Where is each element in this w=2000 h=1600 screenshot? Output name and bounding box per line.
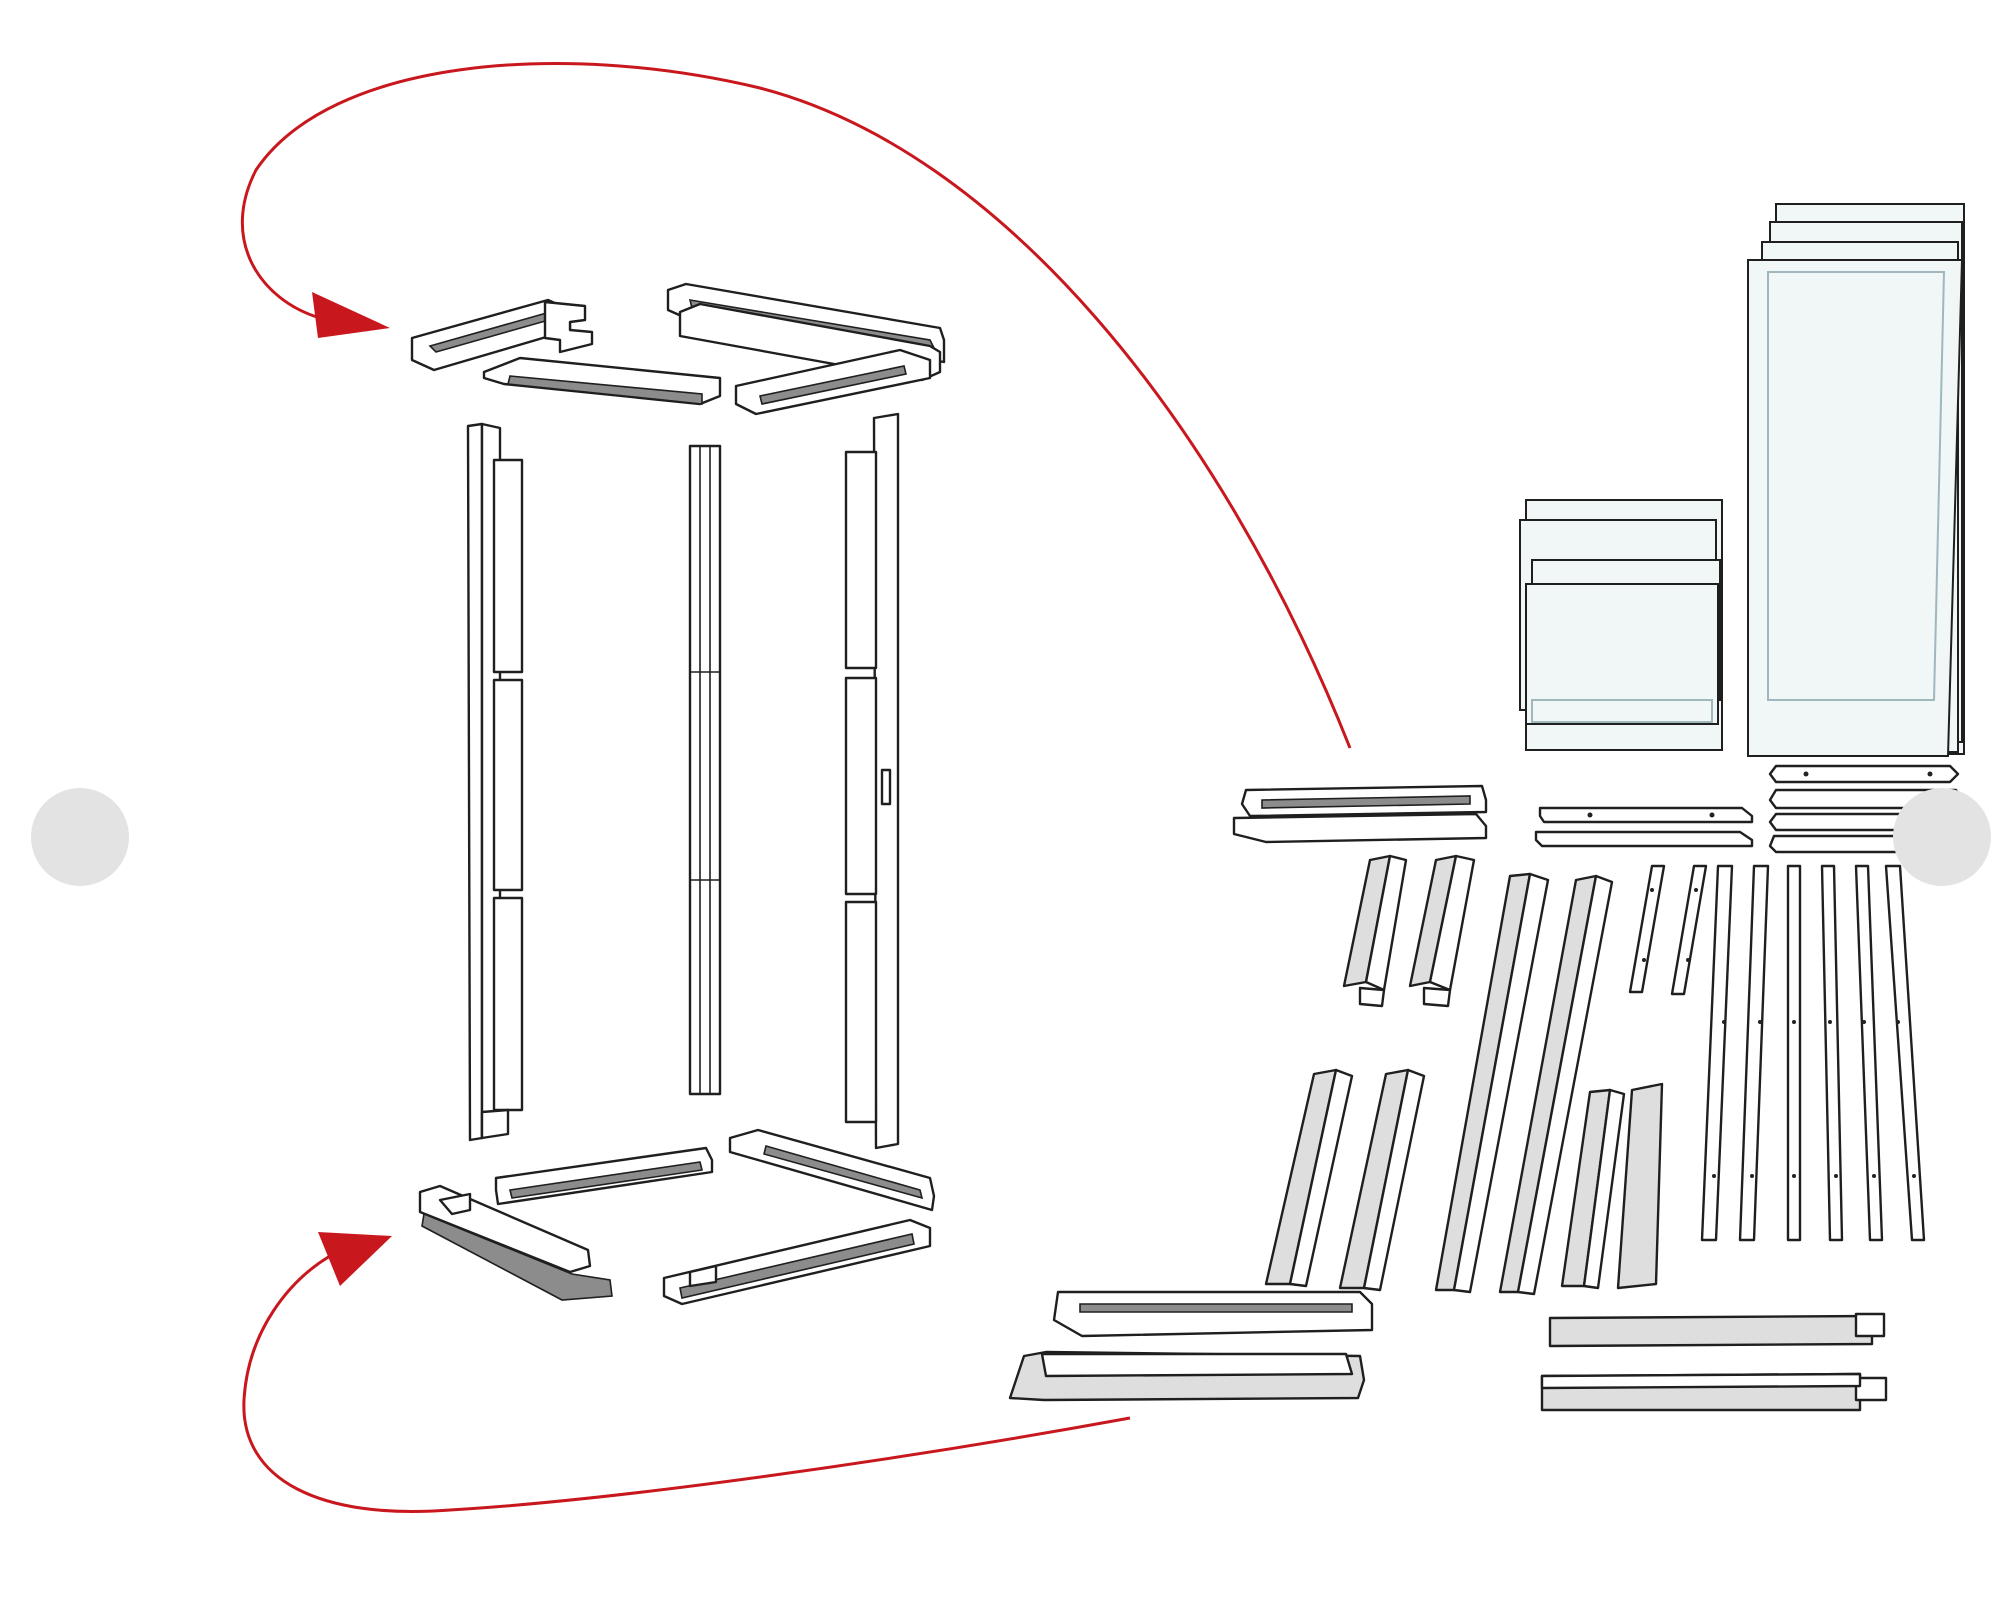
top-rail-front-left bbox=[482, 356, 722, 406]
bottom-rail-back-left bbox=[494, 1146, 714, 1206]
arrow-bottom-curve bbox=[242, 1254, 1131, 1513]
glass-panel-stack-small bbox=[1519, 499, 1723, 751]
loose-lower-posts bbox=[1264, 1068, 1664, 1292]
vertical-posts bbox=[466, 412, 900, 1150]
loose-bottom-rails bbox=[1008, 1290, 1374, 1402]
top-rail-left bbox=[410, 298, 594, 372]
glass-trim-rails-short bbox=[1534, 806, 1754, 848]
arrowhead-bottom-icon bbox=[318, 1232, 392, 1286]
post-middle bbox=[688, 444, 722, 1096]
loose-right-bottom-bars bbox=[1540, 1312, 1888, 1412]
arrowhead-top-icon bbox=[312, 292, 390, 338]
loose-parts bbox=[1008, 203, 1968, 1412]
arrow-top-curve bbox=[240, 61, 1352, 749]
loose-long-channels bbox=[1434, 872, 1614, 1296]
glass-panel-stack-tall bbox=[1747, 203, 1965, 757]
assembly-arrows bbox=[240, 61, 1352, 1513]
post-right bbox=[844, 412, 900, 1150]
bottom-rail-front-right bbox=[662, 1218, 932, 1306]
bottom-rail-front-left bbox=[418, 1184, 613, 1301]
loose-slim-bars bbox=[1628, 864, 1926, 1242]
top-frame bbox=[410, 282, 946, 416]
assembled-frame bbox=[410, 282, 946, 1306]
bottom-frame bbox=[418, 1128, 936, 1306]
bottom-rail-back-right bbox=[728, 1128, 936, 1212]
next-slide-button[interactable] bbox=[1893, 788, 1991, 886]
loose-top-rail-pair bbox=[1232, 784, 1488, 844]
previous-slide-button[interactable] bbox=[31, 788, 129, 886]
top-rail-front-right bbox=[734, 348, 932, 416]
post-left bbox=[466, 422, 524, 1142]
loose-short-posts bbox=[1342, 854, 1476, 1008]
